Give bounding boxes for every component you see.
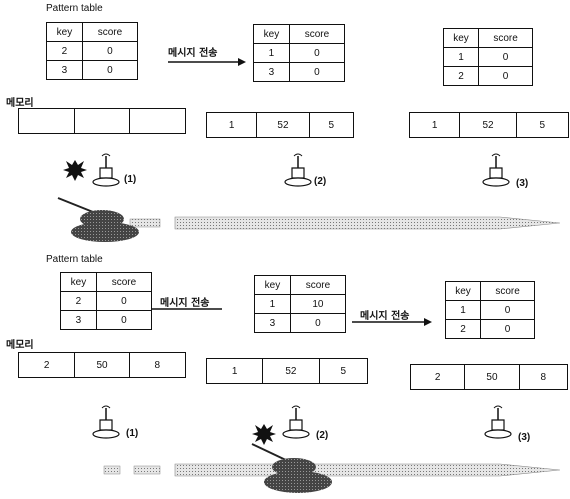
memory-cell: 52 (257, 113, 309, 137)
memory-cell: 8 (130, 353, 185, 377)
sensor-icon (276, 402, 316, 442)
cell: 2 (444, 67, 479, 86)
memory-cell: 1 (207, 359, 263, 383)
memory-label: 메모리 (6, 336, 34, 351)
cell: 3 (61, 311, 97, 330)
memory-cell: 52 (263, 359, 319, 383)
sensor-node (86, 402, 150, 442)
travel-arrow-2 (104, 464, 560, 476)
cell: 10 (290, 295, 345, 314)
col-header: key (444, 29, 479, 48)
col-header: score (82, 23, 137, 42)
cell: 0 (479, 48, 533, 67)
memory-box: 1 52 5 (206, 112, 354, 138)
cell: 0 (96, 292, 151, 311)
col-header: score (289, 25, 344, 44)
node-label: (1) (126, 428, 138, 439)
memory-cell: 1 (410, 113, 460, 137)
memory-cell: 2 (19, 353, 75, 377)
memory-cell: 50 (75, 353, 129, 377)
sensor-node (476, 150, 540, 190)
cell: 2 (61, 292, 97, 311)
sensor-icon (476, 150, 516, 190)
memory-box: 2 50 8 (410, 364, 568, 390)
memory-cell: 5 (310, 113, 353, 137)
send-message-label: 메시지 전송 (168, 44, 217, 59)
memory-label: 메모리 (6, 94, 34, 109)
memory-cell: 50 (465, 365, 519, 389)
memory-cell: 2 (411, 365, 465, 389)
memory-cell: 5 (517, 113, 568, 137)
sensor-icon (478, 402, 518, 442)
pattern-table-title: Pattern table (46, 254, 103, 265)
col-header: score (290, 276, 345, 295)
cell: 3 (255, 314, 291, 333)
memory-cell (19, 109, 75, 133)
cell: 0 (82, 61, 137, 80)
memory-cell (130, 109, 185, 133)
node-label: (2) (316, 430, 328, 441)
cell: 1 (446, 301, 481, 320)
cell: 0 (96, 311, 151, 330)
memory-cell: 8 (520, 365, 567, 389)
col-header: key (254, 25, 290, 44)
node-label: (2) (314, 176, 326, 187)
memory-box: 1 52 5 (206, 358, 368, 384)
sensor-icon (86, 150, 126, 190)
travel-arrow (130, 217, 560, 229)
sensor-node (276, 402, 340, 442)
cell: 0 (289, 63, 344, 82)
sensor-node (86, 150, 150, 190)
col-header: key (47, 23, 83, 42)
tank-icon (58, 198, 139, 242)
node-label: (3) (516, 178, 528, 189)
sensor-icon (278, 150, 318, 190)
col-header: key (446, 282, 481, 301)
memory-cell: 5 (320, 359, 367, 383)
col-header: score (481, 282, 535, 301)
cell: 1 (255, 295, 291, 314)
cell: 2 (47, 42, 83, 61)
cell: 0 (481, 320, 535, 339)
cell: 0 (82, 42, 137, 61)
col-header: key (61, 273, 97, 292)
node-label: (1) (124, 174, 136, 185)
send-message-label: 메시지 전송 (160, 294, 209, 309)
pattern-table-title: Pattern table (46, 3, 103, 14)
memory-box: 2 50 8 (18, 352, 186, 378)
cell: 0 (290, 314, 345, 333)
cell: 0 (289, 44, 344, 63)
cell: 1 (254, 44, 290, 63)
burst-icon (63, 160, 87, 181)
col-header: score (479, 29, 533, 48)
memory-cell: 52 (460, 113, 516, 137)
cell: 0 (481, 301, 535, 320)
cell: 3 (47, 61, 83, 80)
memory-box: 1 52 5 (409, 112, 569, 138)
node-label: (3) (518, 432, 530, 443)
cell: 2 (446, 320, 481, 339)
cell: 3 (254, 63, 290, 82)
col-header: score (96, 273, 151, 292)
sensor-node (478, 402, 542, 442)
cell: 0 (479, 67, 533, 86)
cell: 1 (444, 48, 479, 67)
memory-box (18, 108, 186, 134)
burst-icon-2 (252, 424, 276, 445)
sensor-node (278, 150, 342, 190)
memory-cell (75, 109, 129, 133)
col-header: key (255, 276, 291, 295)
sensor-icon (86, 402, 126, 442)
send-message-label: 메시지 전송 (360, 307, 409, 322)
memory-cell: 1 (207, 113, 257, 137)
